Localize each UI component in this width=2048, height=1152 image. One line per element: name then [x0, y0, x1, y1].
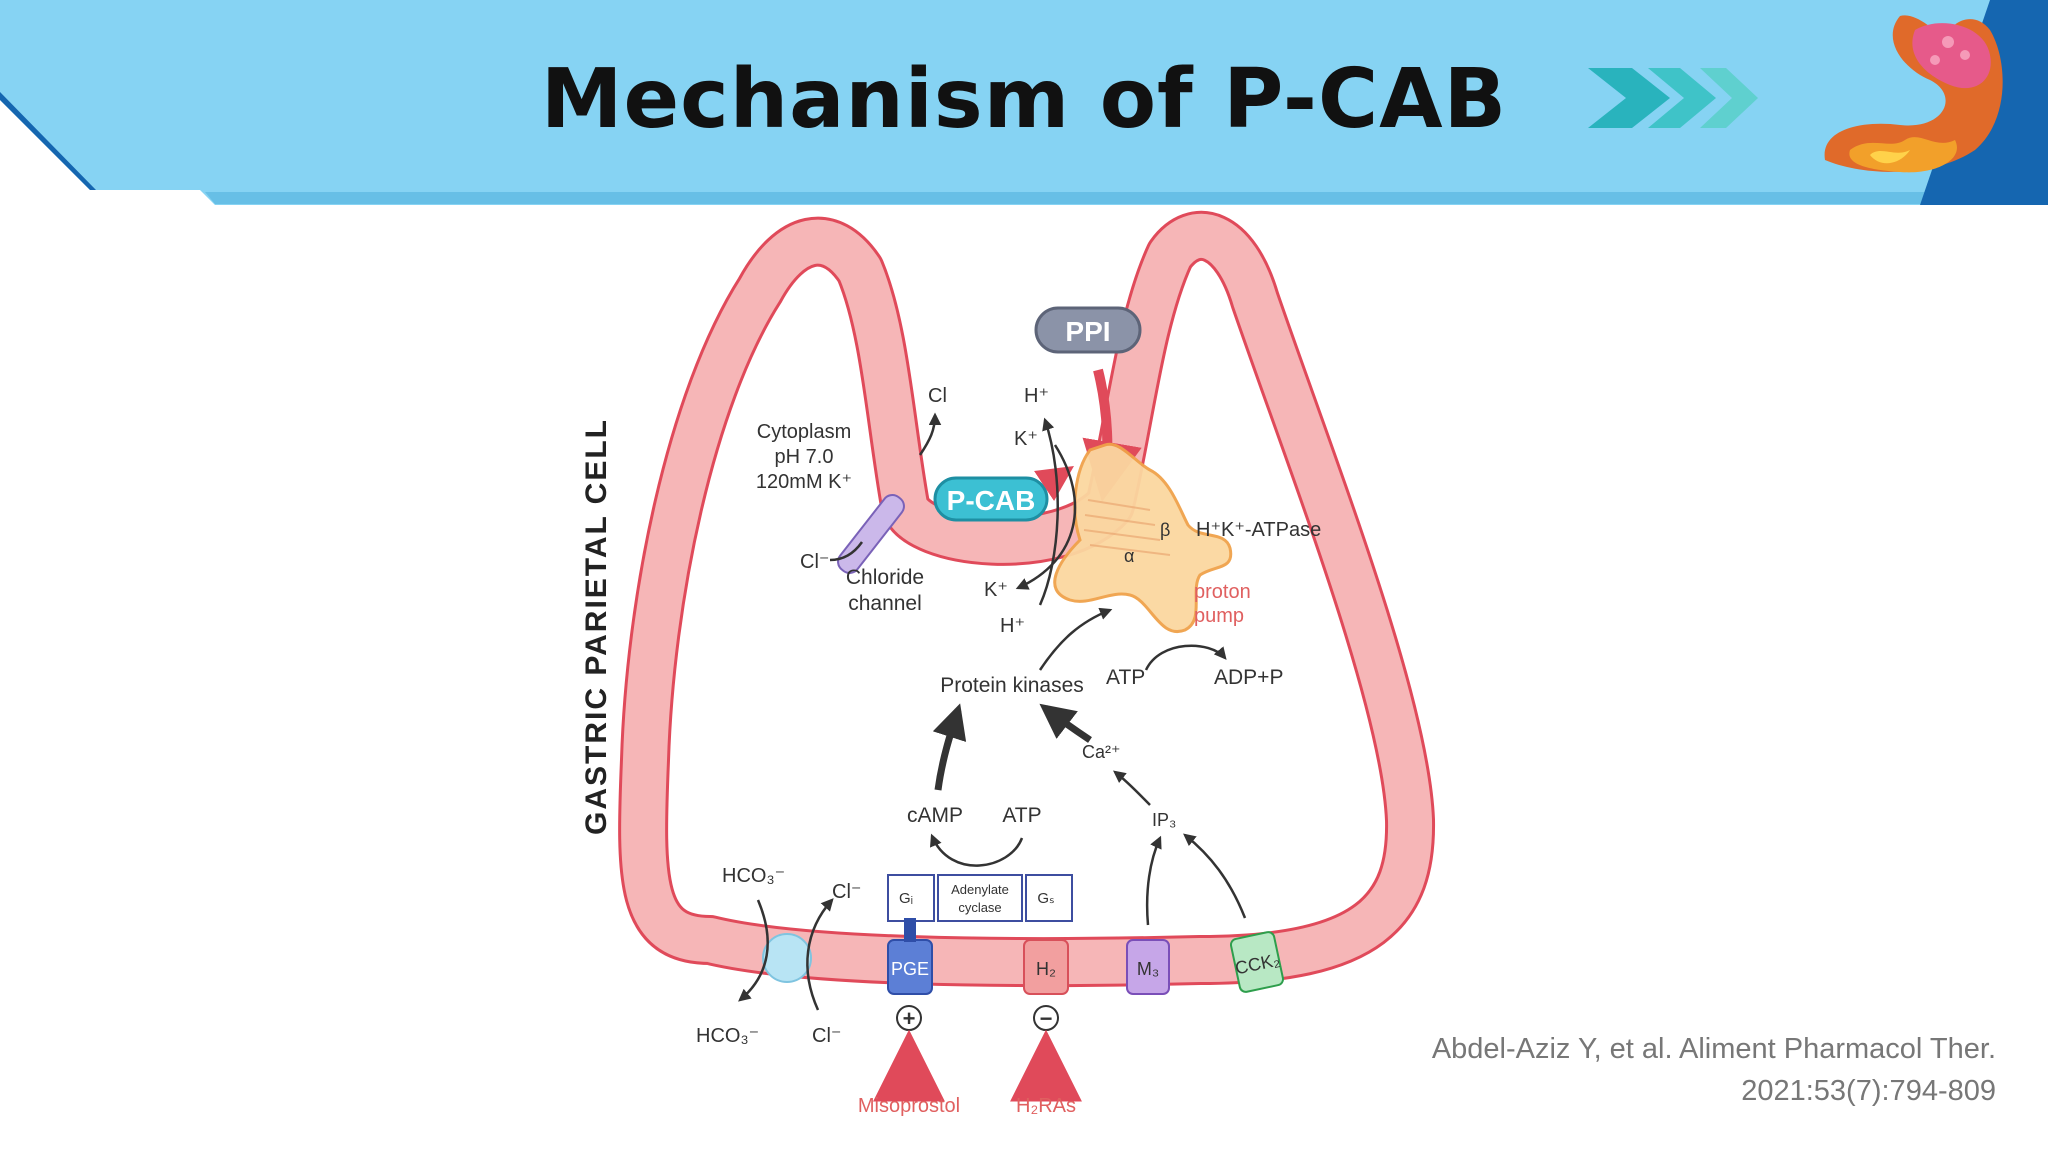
camp-to-kinase-arrow	[932, 703, 967, 791]
cell-membrane-outer	[618, 211, 1436, 988]
pge-label: PGE	[891, 959, 929, 979]
cl-out-arrow	[918, 412, 942, 456]
ip3-label: IP₃	[1152, 810, 1176, 830]
cl-out-label: Cl	[928, 385, 947, 407]
ppi-badge	[1034, 306, 1142, 354]
adenylate-cyclase-label: Adenylate	[951, 882, 1009, 897]
plus-sign: +	[903, 1006, 916, 1031]
chevron-icon	[1648, 68, 1716, 128]
atp-adp-arrow	[1144, 644, 1227, 671]
cell-label: GASTRIC PARIETAL CELL	[580, 418, 613, 835]
gs-label: Gₛ	[1037, 890, 1054, 907]
ca-label: Ca²⁺	[1082, 742, 1121, 762]
pcab-label: P-CAB	[947, 485, 1036, 516]
cytoplasm-label: Cytoplasm	[757, 421, 851, 443]
chevron-icon	[1588, 68, 1670, 128]
exchanger-channel	[762, 933, 812, 983]
proton-pump-label: proton	[1194, 581, 1251, 603]
cck-receptor	[1229, 931, 1285, 993]
citation-line-1: Abdel-Aziz Y, et al. Aliment Pharmacol T…	[1431, 1033, 1996, 1065]
header-left-accent	[0, 92, 96, 190]
h-mid-label: H⁺	[1000, 615, 1025, 637]
cl-in-exchange-arrow	[806, 898, 834, 1011]
m3-label: M₃	[1137, 959, 1159, 979]
chloride-channel	[837, 494, 905, 574]
k-mid-label: K⁺	[984, 579, 1008, 601]
adp-label: ADP+P	[1214, 666, 1283, 689]
h-out-arrow	[1038, 417, 1059, 606]
k-in-arrow	[1015, 444, 1077, 590]
alpha-label: α	[1124, 546, 1134, 566]
pcab-arrow	[1034, 466, 1074, 501]
h2-label: H₂	[1036, 959, 1056, 979]
stomach-illustration	[1824, 15, 2003, 173]
cytoplasm-k-label: 120mM K⁺	[756, 471, 852, 493]
cell-membrane	[621, 214, 1433, 985]
proton-pump-label-2: pump	[1194, 605, 1244, 627]
h2ras-label: H₂RAs	[1016, 1095, 1076, 1117]
cytoplasm-ph-label: pH 7.0	[775, 446, 834, 468]
camp-label: cAMP	[907, 804, 963, 827]
atp-bottom-label: ATP	[1002, 804, 1041, 827]
ca-to-kinase-arrow	[1039, 703, 1092, 743]
m3-to-ip3-arrow	[1145, 835, 1162, 926]
cl-bottom-label: Cl⁻	[812, 1025, 841, 1047]
citation: Abdel-Aziz Y, et al. Aliment Pharmacol T…	[1432, 1028, 1996, 1112]
pge-stalk	[904, 918, 916, 942]
cl-in-arrow	[829, 541, 864, 562]
gs-protein	[1025, 874, 1073, 922]
cl-in-label: Cl⁻	[800, 551, 829, 573]
beta-label: β	[1160, 520, 1170, 540]
protein-kinases-label: Protein kinases	[940, 674, 1084, 697]
ppi-label: PPI	[1065, 316, 1110, 347]
header-bottom-line	[205, 192, 1930, 204]
m3-receptor	[1126, 939, 1170, 995]
ip3-to-ca-arrow	[1113, 770, 1151, 806]
adenylate-cyclase	[937, 874, 1023, 922]
hco3-out-arrow	[738, 899, 769, 1002]
slide-title: Mechanism of P-CAB	[540, 52, 1508, 147]
header-background	[0, 0, 2048, 205]
citation-line-2: 2021:53(7):794-809	[1741, 1075, 1996, 1107]
hco3-bottom-label: HCO₃⁻	[696, 1025, 759, 1047]
h-out-label: H⁺	[1024, 385, 1049, 407]
hco3-top-label: HCO₃⁻	[722, 865, 785, 887]
gi-protein	[887, 874, 935, 922]
chloride-channel-label: Chloride	[846, 566, 924, 589]
k-in-top-label: K⁺	[1014, 428, 1038, 450]
atp-top-label: ATP	[1106, 666, 1145, 689]
header-banner	[0, 0, 2048, 205]
h2-receptor	[1023, 939, 1069, 995]
chloride-channel-label-2: channel	[848, 592, 922, 615]
adenylate-cyclase-label-2: cyclase	[958, 900, 1001, 915]
misoprostol-label: Misoprostol	[858, 1095, 960, 1117]
atpase-label: H⁺K⁺-ATPase	[1196, 519, 1321, 541]
atp-to-camp-arrow	[930, 833, 1024, 867]
gi-label: Gᵢ	[899, 890, 913, 907]
minus-sign: −	[1040, 1006, 1053, 1031]
chevron-icon	[1700, 68, 1758, 128]
pump-helix-lines	[1083, 499, 1171, 556]
cck-to-ip3-arrow	[1183, 833, 1247, 919]
kinase-to-pump-arrow	[1038, 607, 1113, 671]
cl-top-label: Cl⁻	[832, 881, 861, 903]
